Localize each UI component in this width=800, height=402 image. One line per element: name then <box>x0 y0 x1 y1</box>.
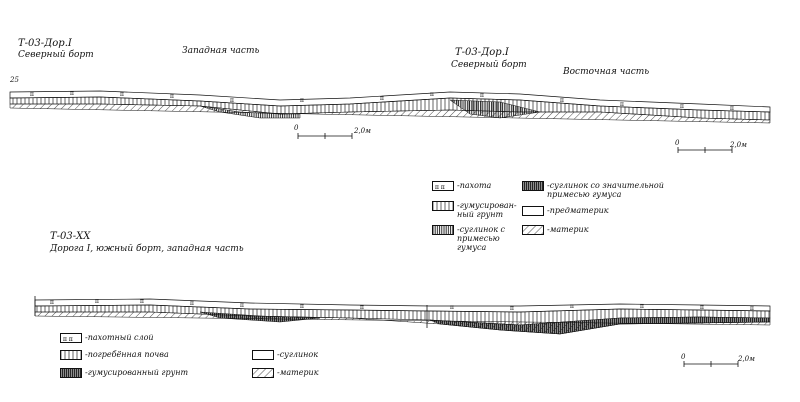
section-b-part: Восточная часть <box>563 67 650 77</box>
legend-top-label: -материк <box>547 225 589 234</box>
pakhota-swatch: п п <box>60 333 82 343</box>
scale-top-2-zero: 0 <box>675 139 680 147</box>
bottom-materik-base <box>34 311 771 335</box>
gumus-dark-swatch <box>60 368 82 378</box>
legend-bottom-item: -материк <box>252 368 372 378</box>
legend-bottom-label: -пахотный слой <box>85 333 154 342</box>
gumus-swatch <box>432 201 454 211</box>
legend-top-item: -материк <box>522 225 642 235</box>
scale-bar-top-2 <box>677 147 733 153</box>
section-c-code: Т-03-ХХ <box>50 231 91 242</box>
svg-text:п: п <box>700 304 704 311</box>
scale-bottom-end: 2,0м <box>738 355 755 363</box>
top-profile: п п п п п п п п п п п п п <box>9 90 771 124</box>
scale-top-2-end: 2,0м <box>730 141 747 149</box>
svg-text:п: п <box>70 90 74 97</box>
legend-top-item: -предматерик <box>522 206 642 216</box>
svg-text:п: п <box>510 305 514 312</box>
svg-text:п: п <box>300 97 304 104</box>
svg-text:п: п <box>170 93 174 100</box>
svg-text:п: п <box>730 105 734 112</box>
svg-text:п п: п п <box>63 336 73 343</box>
legend-top-label: -гумусирован-ный грунт <box>457 201 517 219</box>
legend-bottom-item: п п -пахотный слой <box>60 333 210 343</box>
legend-bottom-item: -погребённая почва <box>60 350 210 360</box>
svg-text:п: п <box>95 298 99 305</box>
bottom-profile: п п п п п п п п п п п п п <box>34 296 771 335</box>
svg-text:п: п <box>430 91 434 98</box>
svg-text:п: п <box>570 303 574 310</box>
legend-bottom-label: -погребённая почва <box>85 350 169 359</box>
pakhota-swatch: п п <box>432 181 454 191</box>
svg-text:п: п <box>240 302 244 309</box>
materik-swatch <box>522 225 544 235</box>
svg-text:п п: п п <box>435 184 445 191</box>
svg-text:п: п <box>230 97 234 104</box>
scale-bar-top-1 <box>297 133 353 139</box>
svg-text:п: п <box>50 299 54 306</box>
legend-bottom-label: -материк <box>277 368 319 377</box>
svg-text:п: п <box>750 305 754 312</box>
svg-text:п: п <box>190 300 194 307</box>
svg-text:п: п <box>120 91 124 98</box>
suglinok-plain-swatch <box>252 350 274 360</box>
section-a-part: Западная часть <box>182 46 260 56</box>
section-a-code: Т-03-Дор.I <box>18 38 72 49</box>
svg-text:п: п <box>140 298 144 305</box>
svg-text:п: п <box>360 304 364 311</box>
legend-top-item: -суглинок со значительной примесью гумус… <box>522 181 670 199</box>
legend-top-label: -предматерик <box>547 206 609 215</box>
svg-text:п: п <box>30 91 34 98</box>
svg-text:п: п <box>300 303 304 310</box>
svg-text:п: п <box>620 101 624 108</box>
predmaterik-swatch <box>522 206 544 216</box>
scale-top-1-zero: 0 <box>294 124 299 132</box>
legend-top-item: -гумусирован-ный грунт <box>432 201 522 219</box>
pogreb-swatch <box>60 350 82 360</box>
legend-top-label: -суглинок с примесью гумуса <box>457 225 505 252</box>
legend-top-item: п п -пахота <box>432 181 522 191</box>
section-c-desc: Дорога I, южный борт, западная часть <box>50 244 244 254</box>
materik-swatch <box>252 368 274 378</box>
suglinok-znach-swatch <box>522 181 544 191</box>
legend-bottom-item: -гумусированный грунт <box>60 368 230 378</box>
scale-bottom-zero: 0 <box>681 353 686 361</box>
svg-text:п: п <box>560 97 564 104</box>
svg-text:п: п <box>640 303 644 310</box>
legend-top-label: -суглинок со значительной примесью гумус… <box>547 181 664 199</box>
legend-bottom-item: -суглинок <box>252 350 372 360</box>
top-materik-base <box>9 103 771 124</box>
legend-top-item: -суглинок с примесью гумуса <box>432 225 522 252</box>
section-b-side: Северный борт <box>451 60 527 70</box>
suglinok-swatch <box>432 225 454 235</box>
legend-top-label: -пахота <box>457 181 492 190</box>
svg-text:п: п <box>480 92 484 99</box>
scale-bar-bottom <box>683 361 739 367</box>
legend-bottom-label: -гумусированный грунт <box>85 368 189 377</box>
scale-top-1-end: 2,0м <box>354 127 371 135</box>
legend-bottom-label: -суглинок <box>277 350 318 359</box>
section-b-code: Т-03-Дор.I <box>455 47 509 58</box>
svg-text:п: п <box>680 103 684 110</box>
svg-text:п: п <box>380 95 384 102</box>
section-a-side: Северный борт <box>18 50 94 60</box>
svg-text:п: п <box>450 304 454 311</box>
left-elevation-mark: 25 <box>10 76 19 84</box>
